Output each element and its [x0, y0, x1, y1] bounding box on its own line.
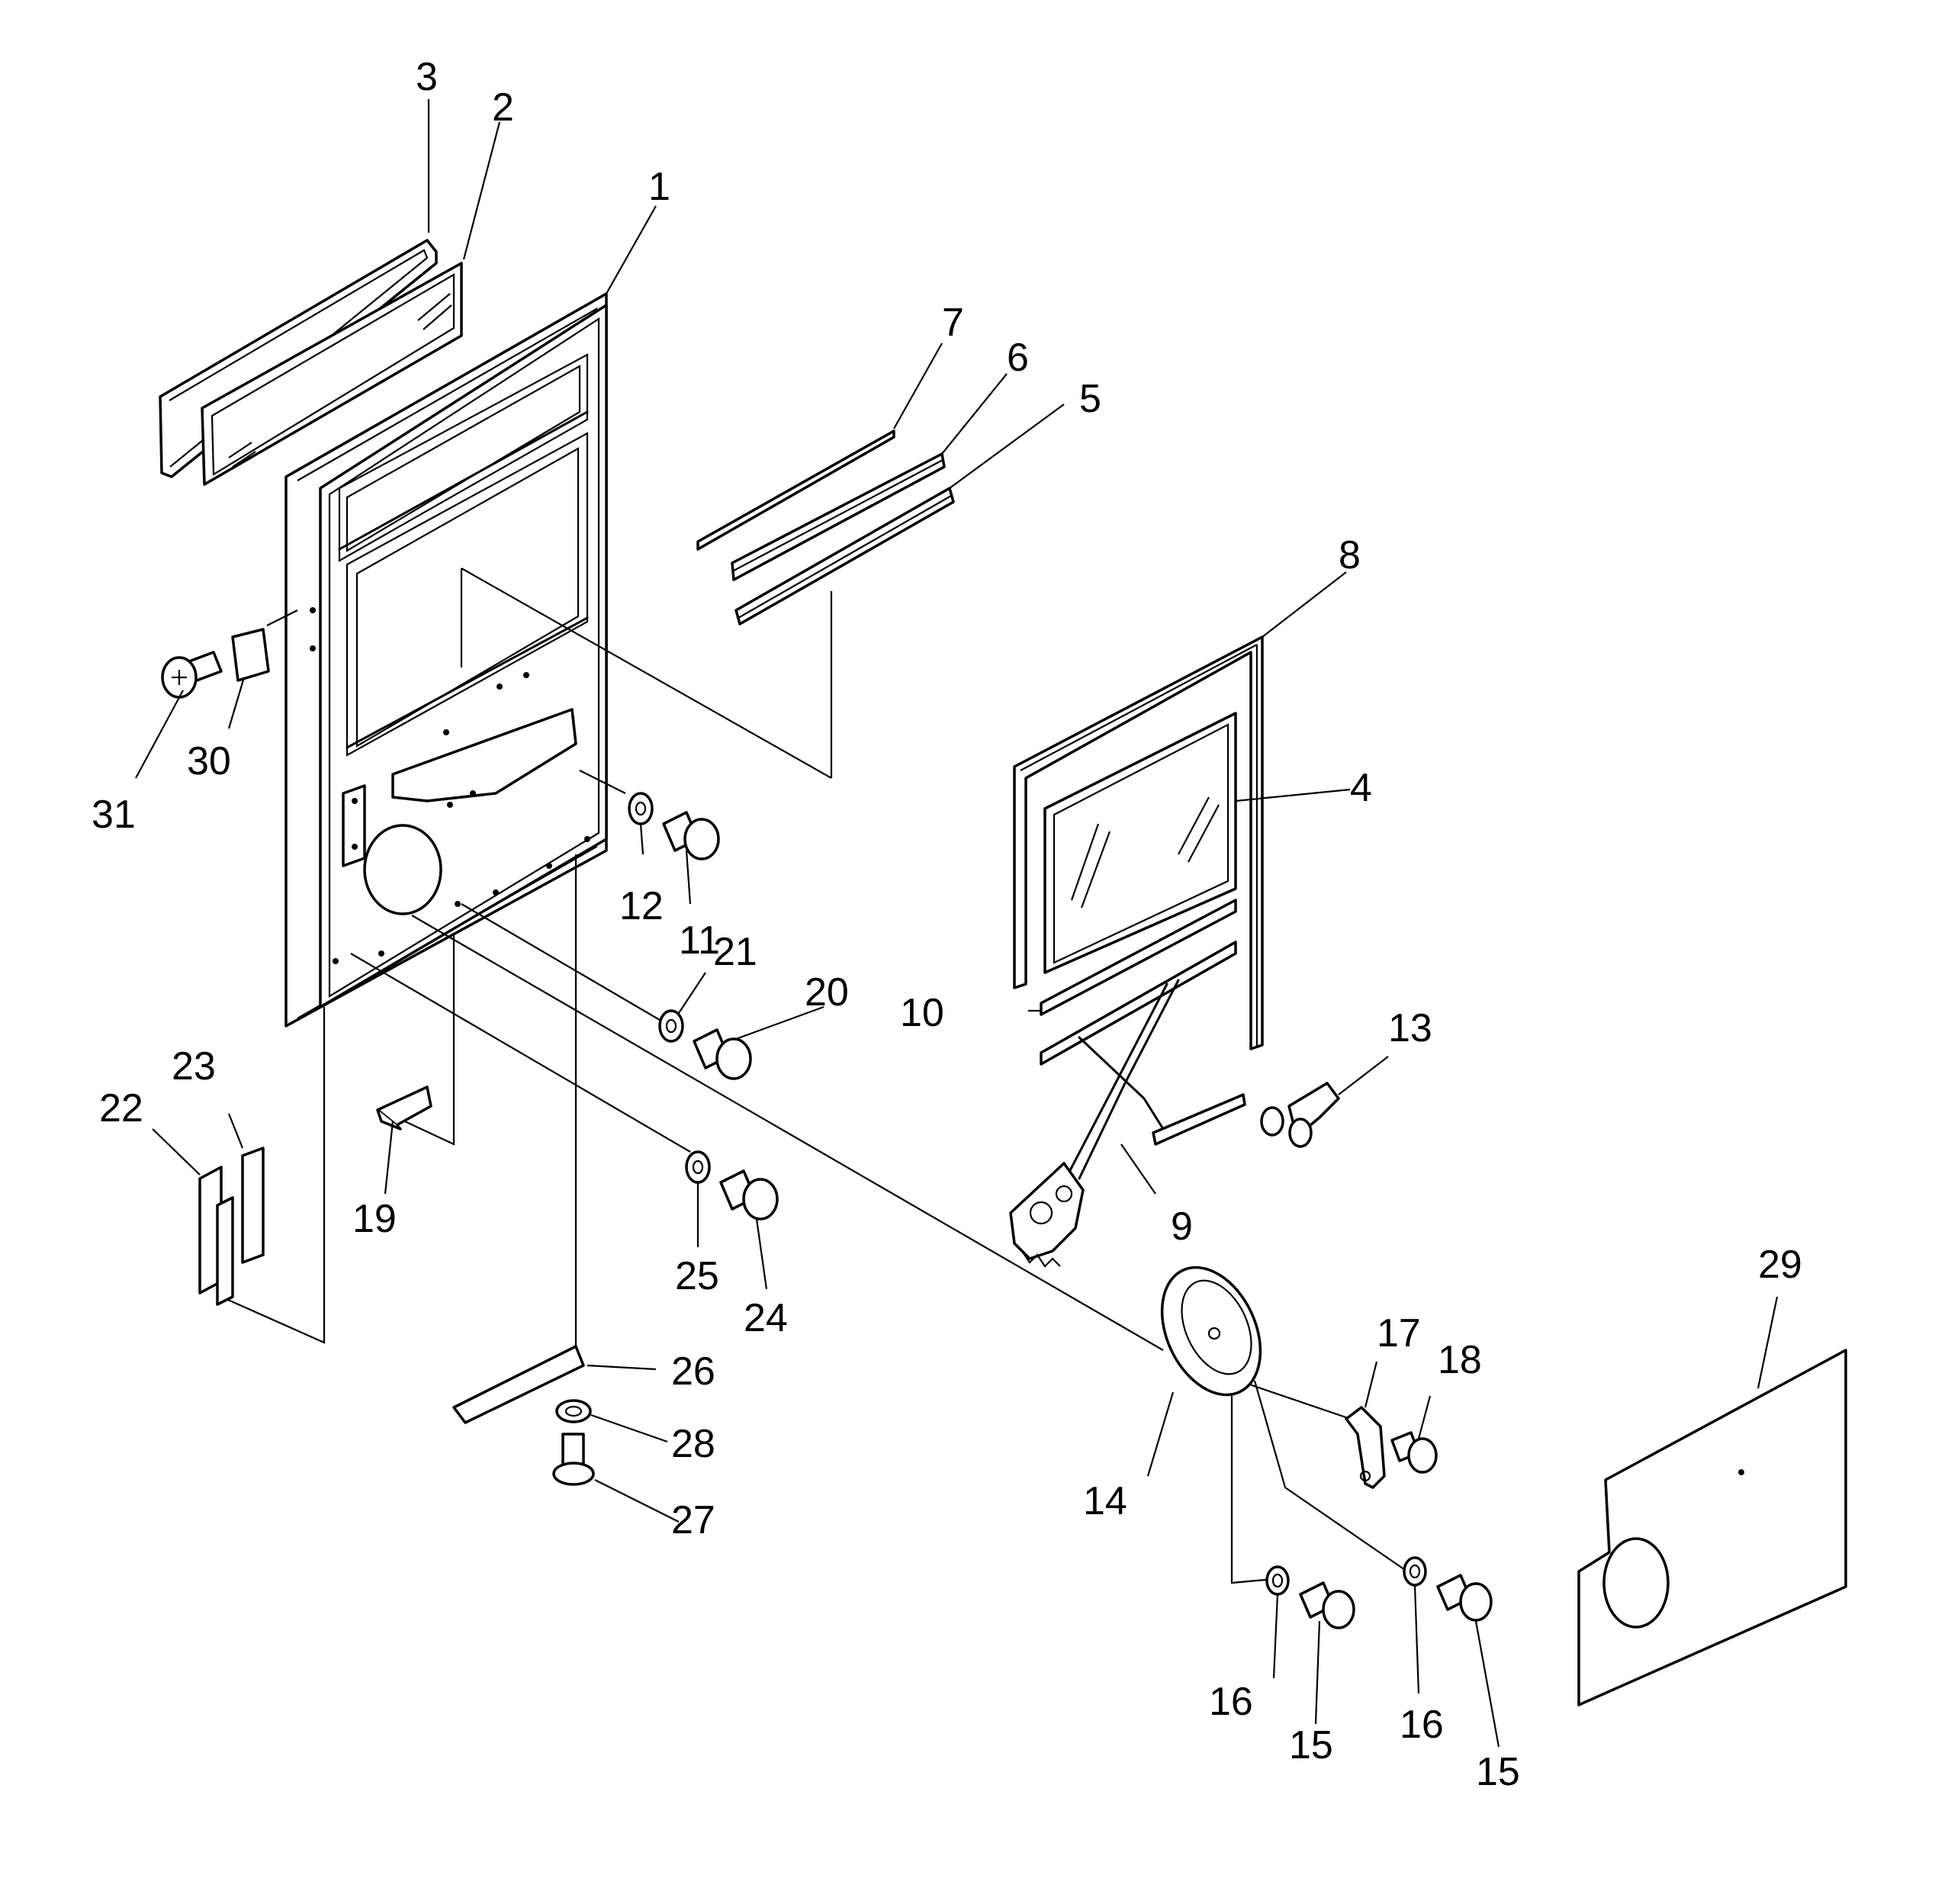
part-30-clip [231, 628, 270, 682]
part-21-washer [658, 1009, 684, 1043]
part-15-bolt-a [1299, 1581, 1355, 1629]
callout-19: 19 [352, 1197, 397, 1241]
callout-7: 7 [942, 301, 964, 345]
callout-8: 8 [1339, 533, 1361, 577]
callout-10: 10 [900, 991, 944, 1035]
callout-21: 21 [713, 930, 757, 974]
part-27-bolt [552, 1433, 595, 1486]
assembly-lines [220, 568, 1408, 1584]
part-8-window-frame [1013, 635, 1264, 1050]
part-18-screw [1390, 1431, 1438, 1474]
part-7-strip [696, 429, 895, 551]
part-1-door-frame [284, 292, 608, 1028]
part-14-escutcheon [1160, 1266, 1262, 1397]
part-16-washer-b [1403, 1556, 1427, 1587]
callout-23: 23 [172, 1044, 216, 1089]
callout-2: 2 [492, 85, 514, 130]
part-31-screw [161, 651, 223, 699]
callout-11: 11 [679, 918, 720, 963]
callout-13: 13 [1388, 1006, 1432, 1050]
callout-27: 27 [671, 1498, 715, 1542]
callout-20: 20 [805, 970, 849, 1015]
part-28-washer [555, 1399, 592, 1423]
part-15-bolt-b [1436, 1574, 1493, 1622]
part-20-bolt [693, 1028, 752, 1080]
callout-15b: 15 [1476, 1750, 1520, 1794]
part-9-window-regulator [1009, 979, 1246, 1268]
callout-25: 25 [675, 1254, 719, 1298]
part-23-hinge-pin [241, 1147, 265, 1264]
callout-22: 22 [99, 1086, 143, 1130]
callout-29: 29 [1758, 1243, 1802, 1287]
part-6-strip [731, 452, 946, 581]
part-2-upper-glass [201, 262, 463, 486]
callout-31: 31 [92, 793, 136, 837]
callout-12: 12 [619, 884, 664, 928]
part-13-clip [1260, 1082, 1340, 1148]
callout-16a: 16 [1209, 1680, 1253, 1724]
part-22-hinge [198, 1166, 234, 1306]
part-4-door-glass [1043, 712, 1237, 974]
part-29-trim-panel [1577, 1349, 1847, 1706]
part-17-handle [1345, 1406, 1386, 1489]
part-24-bolt [719, 1169, 779, 1221]
callout-30: 30 [187, 739, 231, 783]
callout-labels: 1 2 3 4 5 6 7 8 9 10 11 12 13 14 15 15 1… [92, 55, 1802, 1794]
part-25-washer [685, 1150, 711, 1184]
callout-26: 26 [671, 1349, 715, 1394]
part-11-bolt [662, 811, 720, 860]
callout-5: 5 [1079, 377, 1101, 421]
callout-17: 17 [1377, 1311, 1421, 1356]
part-12-washer [628, 792, 654, 825]
callout-16b: 16 [1400, 1703, 1444, 1747]
part-26-plate [452, 1345, 585, 1424]
part-10-channel [1040, 899, 1237, 1066]
part-19-bracket [376, 1085, 432, 1130]
callout-28: 28 [671, 1422, 715, 1466]
callout-leaders [135, 99, 1779, 1748]
callout-14: 14 [1083, 1479, 1127, 1523]
part-16-washer-a [1265, 1565, 1290, 1596]
callout-4: 4 [1350, 766, 1372, 810]
callout-18: 18 [1438, 1338, 1482, 1382]
callout-1: 1 [648, 165, 670, 209]
callout-3: 3 [416, 55, 438, 99]
callout-9: 9 [1171, 1204, 1193, 1249]
callout-24: 24 [744, 1296, 788, 1340]
callout-6: 6 [1007, 336, 1029, 380]
part-5-strip [734, 487, 955, 626]
callout-15a: 15 [1289, 1723, 1333, 1767]
